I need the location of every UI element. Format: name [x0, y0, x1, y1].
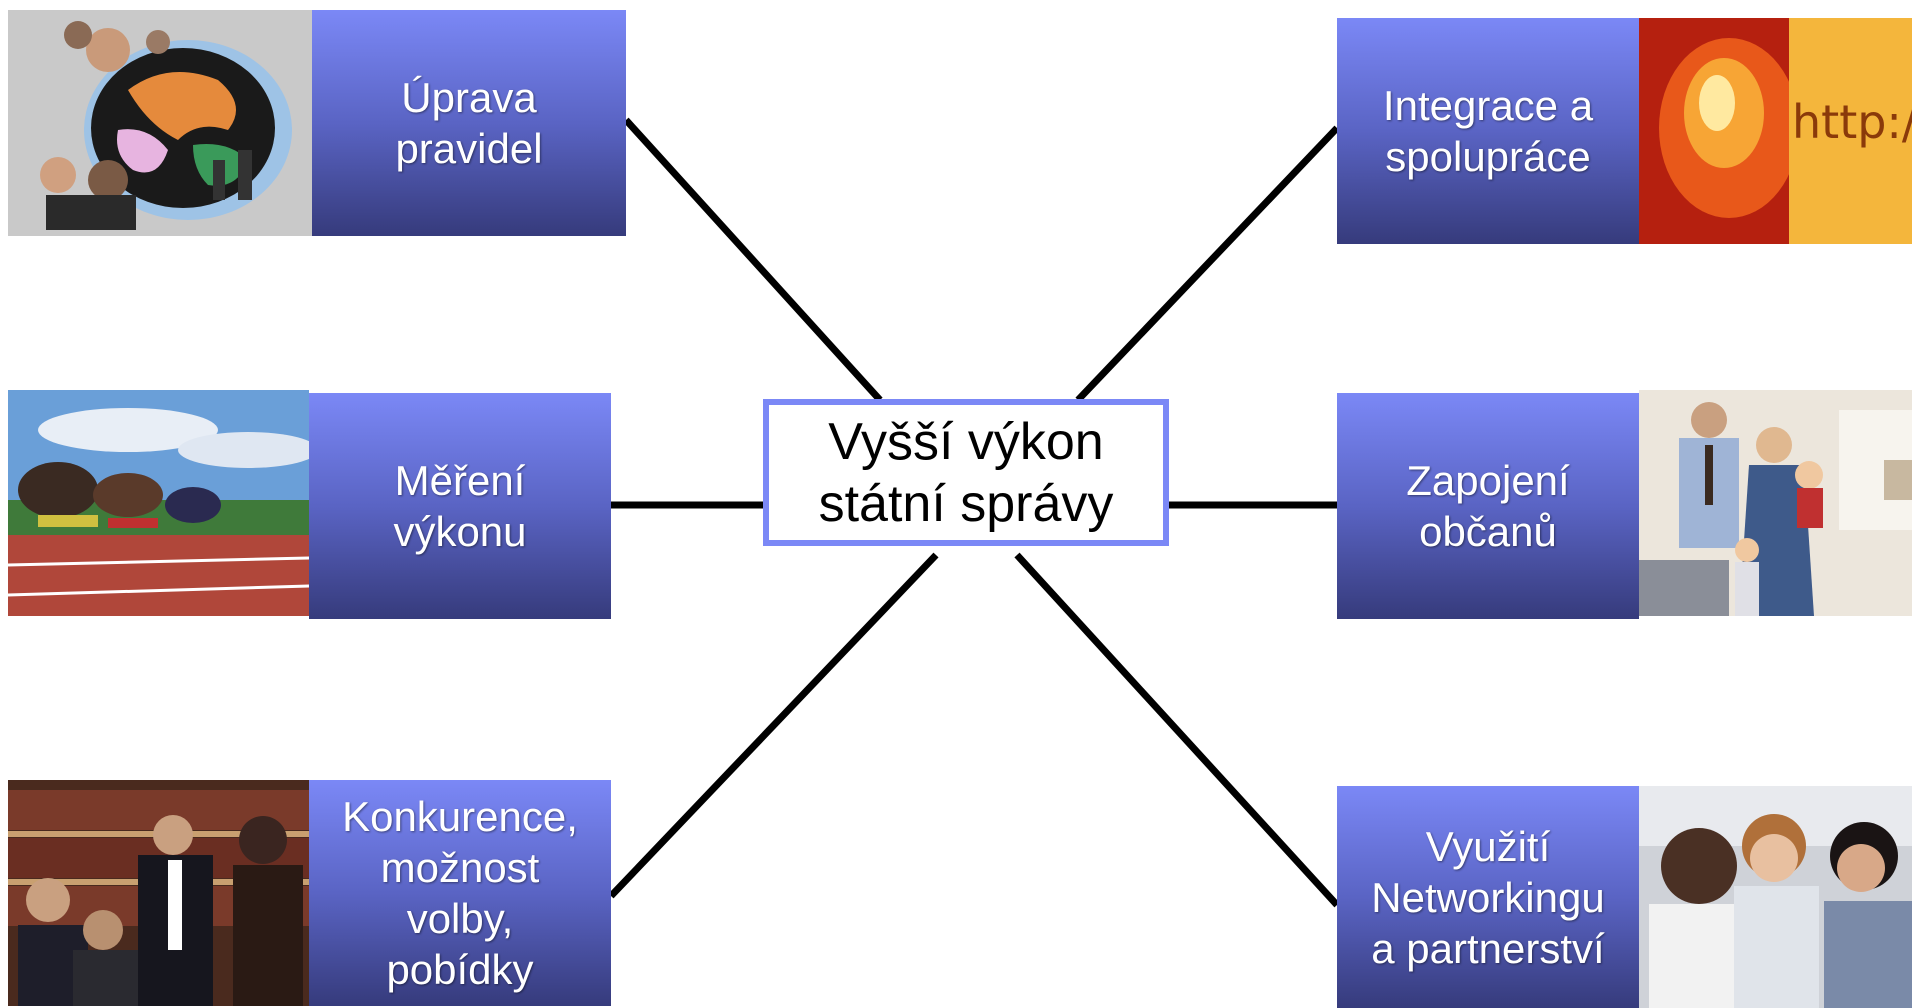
svg-text:http://w: http://w: [1792, 95, 1912, 149]
node-label: Integrace a spolupráce: [1382, 82, 1594, 180]
node-uprava-pravidel: Úprava pravidel: [312, 10, 626, 236]
node-vyuziti-networkingu: Využití Networkingu a partnerství: [1337, 786, 1639, 1008]
node-konkurence: Konkurence, možnost volby, pobídky: [309, 780, 611, 1006]
node-label: Měření výkonu: [393, 457, 527, 555]
center-node-title: Vyšší výkon státní správy: [763, 399, 1169, 546]
globe-people-photo: [8, 10, 312, 236]
connector-top-right: [1075, 125, 1340, 403]
http-mouse-photo: http://w: [1639, 18, 1912, 244]
node-label: Konkurence, možnost volby, pobídky: [342, 793, 578, 993]
sprinters-photo: [8, 390, 309, 616]
library-business-photo: [8, 780, 309, 1006]
node-mereni-vykonu: Měření výkonu: [309, 393, 611, 619]
node-label: Zapojení občanů: [1406, 457, 1570, 555]
colleagues-photo: [1639, 786, 1912, 1008]
connector-bottom-right: [1014, 552, 1340, 908]
node-label: Úprava pravidel: [395, 74, 543, 172]
node-label: Využití Networkingu a partnerství: [1371, 822, 1605, 972]
node-zapojeni-obcanu: Zapojení občanů: [1337, 393, 1639, 619]
family-computer-photo: [1639, 390, 1912, 616]
node-integrace-spoluprace: Integrace a spolupráce: [1337, 18, 1639, 244]
connector-top-left: [623, 117, 883, 403]
connector-bottom-left: [608, 552, 939, 899]
